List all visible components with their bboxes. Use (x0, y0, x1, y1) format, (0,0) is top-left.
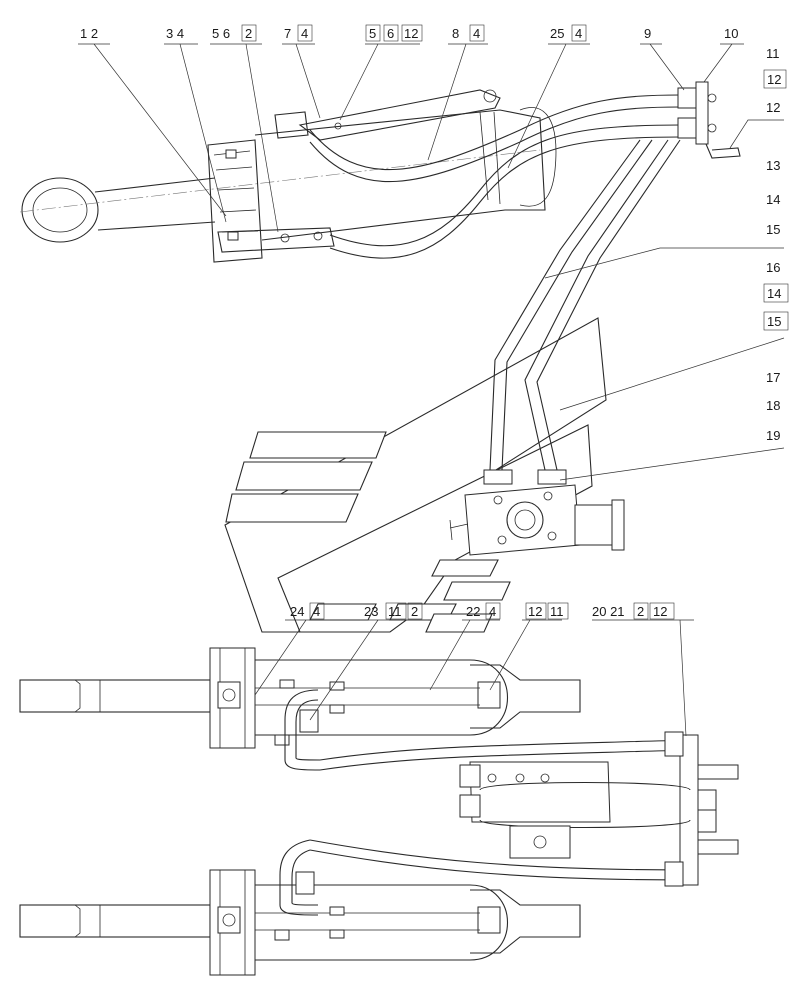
callout-24-qty: 4 (313, 604, 320, 619)
bottom-assembly (19, 647, 739, 976)
top-assembly (19, 81, 741, 471)
callout-12b: 12 (528, 604, 542, 619)
cylinder-barrel (254, 109, 546, 241)
callout-12: 12 (766, 100, 780, 115)
callout-12c: 12 (653, 604, 667, 619)
callout-15: 15 (766, 222, 780, 237)
callout-11b: 11 (550, 604, 564, 619)
callout-23-qty: 2 (411, 604, 418, 619)
callout-22: 22 (466, 604, 480, 619)
rod-bottom (19, 904, 211, 938)
hose-bottom-1 (319, 739, 691, 761)
bracket-plate (705, 143, 741, 159)
cylinder-flange (207, 139, 263, 263)
callout-12a: 12 (404, 26, 418, 41)
callout-1-2: 1 2 (80, 26, 98, 41)
manifold-bottom (469, 761, 611, 823)
callout-25-qty: 4 (575, 26, 582, 41)
callout-14: 14 (766, 192, 780, 207)
watermark-logo (224, 317, 607, 633)
valve-block (449, 469, 625, 556)
fitting-lower (677, 117, 699, 139)
leader-lines (78, 43, 785, 737)
callout-16-b: 14 (767, 286, 781, 301)
hose-clamp-top (274, 111, 309, 139)
barrel-top (255, 659, 509, 736)
callout-13: 13 (766, 158, 780, 173)
hose-lower (329, 124, 681, 247)
callout-5-6: 5 6 (212, 26, 230, 41)
fitting-upper (677, 87, 699, 109)
callout-20-21: 20 21 (592, 604, 625, 619)
callout-17: 17 (766, 370, 780, 385)
callout-10: 10 (724, 26, 738, 41)
callout-23: 23 (364, 604, 378, 619)
callout-25: 25 (550, 26, 564, 41)
callout-3-4: 3 4 (166, 26, 184, 41)
callout-23-b: 11 (388, 604, 402, 619)
callout-labels: 1 2 3 4 5 6 2 7 4 5 6 12 8 4 25 4 9 10 1… (80, 24, 789, 620)
callout-9: 9 (644, 26, 651, 41)
barrel-bottom (255, 884, 509, 961)
callout-24: 24 (290, 604, 304, 619)
callout-7-qty: 4 (301, 26, 308, 41)
callout-8: 8 (452, 26, 459, 41)
callout-19: 19 (766, 428, 780, 443)
steel-tube-b (524, 139, 669, 471)
mounting-bracket (695, 81, 709, 145)
callout-22-qty: 4 (489, 604, 496, 619)
hose-clamp-bottom (217, 227, 335, 253)
rod-eye (21, 177, 99, 243)
rod-top (19, 679, 211, 713)
hose-upper (309, 94, 681, 171)
callout-7: 7 (284, 26, 291, 41)
callout-11-b: 12 (767, 72, 781, 87)
callout-8-qty: 4 (473, 26, 480, 41)
valve-body (464, 484, 581, 556)
callout-5a: 5 (369, 26, 376, 41)
callout-5-6-qty: 2 (245, 26, 252, 41)
callout-20-21-qty: 2 (637, 604, 644, 619)
callout-18: 18 (766, 398, 780, 413)
steel-tube-a (489, 139, 641, 471)
callout-6a: 6 (387, 26, 394, 41)
piston-rod (94, 177, 216, 231)
callout-16: 16 (766, 260, 780, 275)
hose-bottom-2 (309, 839, 691, 871)
callout-11: 11 (766, 46, 780, 61)
callout-16-c: 15 (767, 314, 781, 329)
